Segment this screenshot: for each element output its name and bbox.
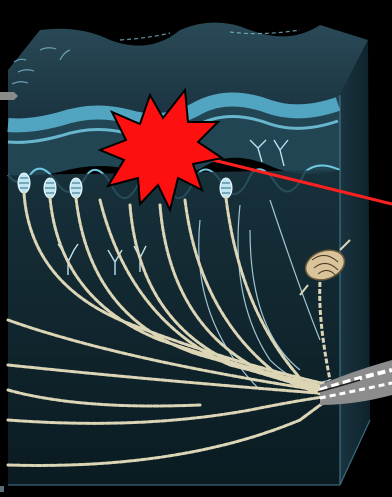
- corner-mark: [0, 486, 4, 492]
